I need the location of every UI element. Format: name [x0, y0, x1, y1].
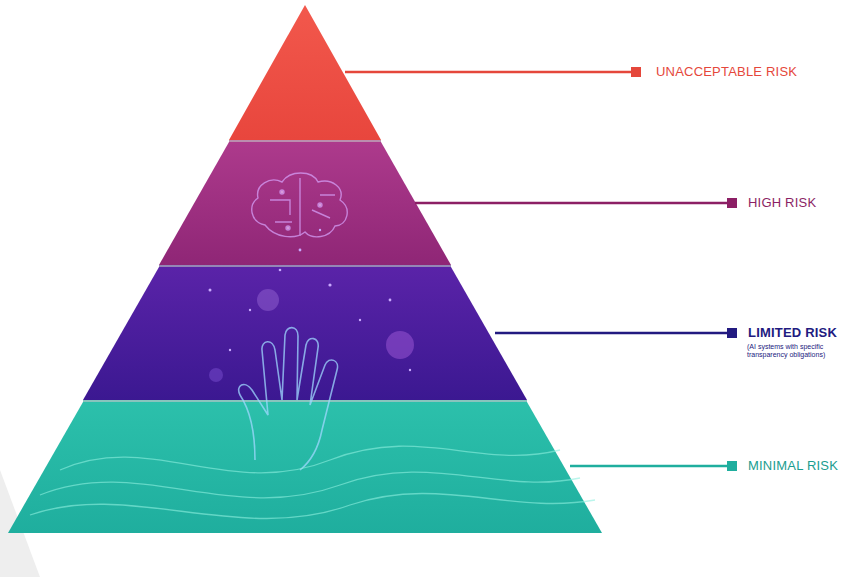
risk-note: (AI systems with specific transparency o…: [747, 343, 855, 360]
glow: [257, 289, 279, 311]
sparkles: [209, 229, 412, 371]
wave-lines: [30, 446, 595, 518]
marker-square: [631, 67, 641, 77]
leader-line: [415, 202, 732, 205]
hand-illustration: [239, 328, 338, 470]
band-seam: [159, 265, 451, 267]
high-band: [159, 142, 451, 265]
band-seam: [83, 400, 527, 402]
glow: [386, 331, 414, 359]
marker-square: [727, 328, 737, 338]
band-seam: [229, 140, 381, 142]
limited-band: [83, 267, 527, 400]
leader-line: [495, 332, 732, 335]
marker-square: [727, 198, 737, 208]
minimal-band: [8, 402, 602, 533]
risk-label: LIMITED RISK: [748, 325, 837, 341]
leader-line: [345, 71, 636, 74]
marker-square: [727, 461, 737, 471]
brain-icon: [252, 173, 347, 237]
risk-label: MINIMAL RISK: [748, 458, 838, 474]
leader-line: [570, 465, 732, 468]
risk-label: UNACCEPTABLE RISK: [656, 64, 797, 80]
glow: [209, 368, 223, 382]
risk-label: HIGH RISK: [748, 195, 816, 211]
